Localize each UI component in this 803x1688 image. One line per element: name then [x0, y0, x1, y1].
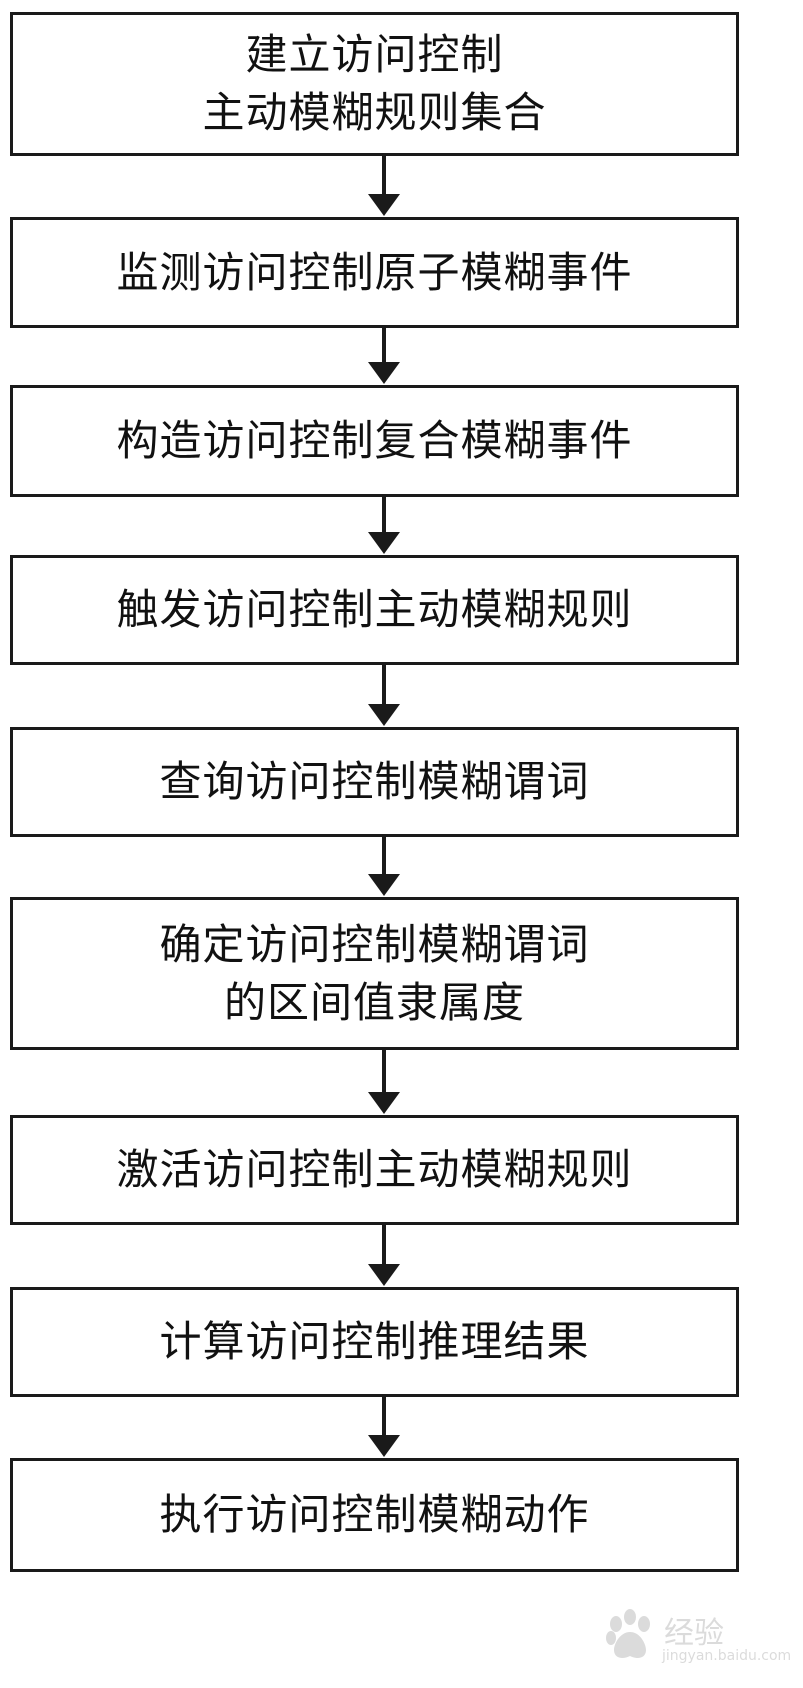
step-1-line-1: 建立访问控制	[245, 30, 504, 79]
step-8-line-1: 计算访问控制推理结果	[159, 1317, 590, 1366]
step-box-2: 监测访问控制原子模糊事件	[10, 217, 739, 328]
step-4-line-1: 触发访问控制主动模糊规则	[116, 585, 633, 634]
step-1-line-2: 主动模糊规则集合	[202, 88, 547, 137]
step-7-line-1: 激活访问控制主动模糊规则	[116, 1145, 633, 1194]
step-box-5: 查询访问控制模糊谓词	[10, 727, 739, 837]
step-5-line-1: 查询访问控制模糊谓词	[159, 757, 590, 806]
arrow-1	[368, 156, 400, 216]
arrow-8	[368, 1397, 400, 1457]
step-2-line-1: 监测访问控制原子模糊事件	[116, 247, 633, 297]
step-6-line-1: 确定访问控制模糊谓词	[159, 919, 590, 969]
arrow-3	[368, 497, 400, 554]
arrow-2	[368, 328, 400, 384]
step-box-1: 建立访问控制 主动模糊规则集合	[10, 12, 739, 156]
step-box-7: 激活访问控制主动模糊规则	[10, 1115, 739, 1225]
watermark-site: jingyan.baidu.com	[662, 1648, 792, 1664]
step-9-line-1: 执行访问控制模糊动作	[159, 1490, 590, 1539]
arrow-5	[368, 837, 400, 896]
step-box-8: 计算访问控制推理结果	[10, 1287, 739, 1397]
arrow-6	[368, 1050, 400, 1114]
arrow-7	[368, 1225, 400, 1286]
step-box-9: 执行访问控制模糊动作	[10, 1458, 739, 1572]
baidu-paw-icon	[606, 1609, 650, 1658]
watermark-brand: 经验	[664, 1616, 724, 1651]
step-6-line-2: 的区间值隶属度	[223, 977, 525, 1027]
watermark: 经验 jingyan.baidu.com	[600, 1600, 792, 1680]
step-box-3: 构造访问控制复合模糊事件	[10, 385, 739, 497]
step-box-4: 触发访问控制主动模糊规则	[10, 555, 739, 665]
arrow-4	[368, 665, 400, 726]
step-box-6: 确定访问控制模糊谓词 的区间值隶属度	[10, 897, 739, 1050]
step-3-line-1: 构造访问控制复合模糊事件	[116, 416, 633, 465]
